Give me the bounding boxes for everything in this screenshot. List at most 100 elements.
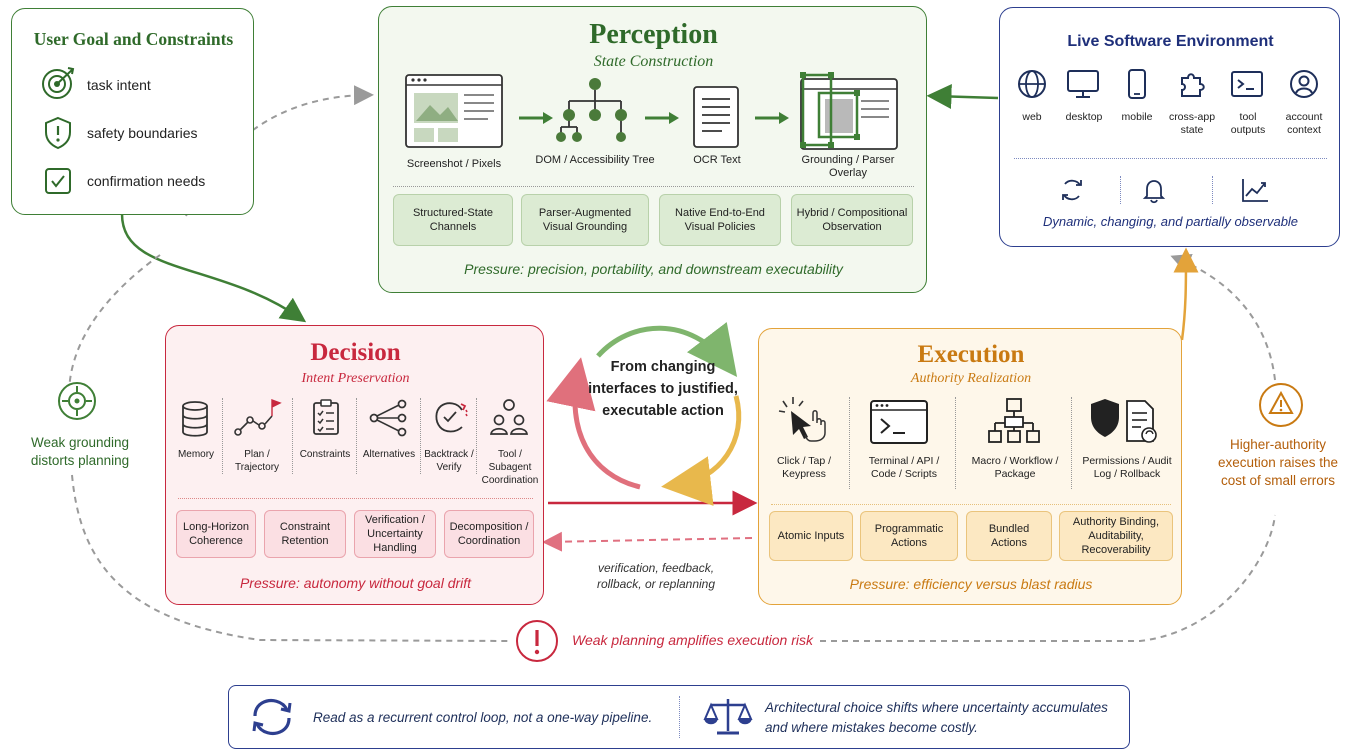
divider [178,498,533,499]
stage-label: Grounding / Parser Overlay [801,154,895,179]
shield-audit-icon [1091,399,1157,443]
execution-action: Atomic Inputs [769,511,853,561]
separator [1071,397,1072,489]
decision-challenge: Constraint Retention [264,510,346,558]
divider [771,504,1171,505]
environment-item: account context [1285,111,1323,136]
divider [393,186,914,187]
execution-card: Execution Authority Realization Click / … [758,328,1182,605]
decision-component: Tool / Subagent Coordination [481,449,539,486]
footer-left-text: Read as a recurrent control loop, not a … [313,710,653,725]
environment-card: Live Software Environment web desktop mo… [999,7,1340,247]
user-goal-item: task intent [87,77,151,93]
user-goal-item: safety boundaries [87,125,198,141]
footer-right-text: Architectural choice shifts where uncert… [765,700,1108,735]
separator [420,398,421,474]
terminal-icon [870,400,928,444]
arrow-right-icon [519,112,553,124]
user-goal-title: User Goal and Constraints [33,29,234,49]
environment-item: tool outputs [1230,111,1266,136]
approach-box: Hybrid / Compositional Observation [791,194,913,246]
arrow-right-icon [645,112,679,124]
globe-icon [1018,70,1046,98]
execution-component: Terminal / API / Code / Scripts [868,455,940,480]
workflow-icon [988,398,1040,443]
environment-item: cross-app state [1168,111,1216,136]
perception-pressure: Pressure: precision, portability, and do… [464,261,843,277]
user-goal-item: confirmation needs [87,173,206,189]
execution-title: Execution [917,341,1025,368]
weak-planning-note: Weak planning amplifies execution risk [572,632,813,648]
balance-scale-icon [703,699,753,735]
approach-box: Structured-State Channels [393,194,513,246]
user-goal-card: User Goal and Constraints task intent sa… [11,8,254,215]
branch-icon [369,399,407,437]
higher-authority-note: Higher-authority execution raises the co… [1217,437,1339,488]
verify-icon [435,402,468,433]
divider [1014,158,1327,159]
mobile-icon [1128,69,1146,99]
refresh-icon [1062,179,1082,201]
footer-bar: Read as a recurrent control loop, not a … [228,685,1130,749]
execution-subtitle: Authority Realization [910,371,1032,386]
arrow-right-icon [755,112,789,124]
checkbox-icon [45,168,71,194]
environment-item: web [1022,111,1042,123]
decision-component: Alternatives [362,449,416,460]
screenshot-icon [405,74,503,148]
center-caption: From changing interfaces to justified, e… [588,359,738,419]
weak-grounding-note: Weak grounding distorts planning [30,435,130,468]
database-icon [182,401,208,437]
environment-item: desktop [1065,111,1103,123]
loop-icon [252,699,292,735]
separator [292,398,293,474]
feedback-label: verification, feedback, rollback, or rep… [596,561,716,591]
environment-caption: Dynamic, changing, and partially observa… [1042,214,1299,229]
execution-action: Authority Binding, Auditability, Recover… [1059,511,1173,561]
execution-component: Macro / Workflow / Package [971,455,1059,480]
approach-box: Native End-to-End Visual Policies [659,194,781,246]
decision-component: Memory [177,449,215,460]
crosshair-icon [58,382,96,420]
decision-component: Backtrack / Verify [424,449,474,473]
tree-icon [556,78,627,142]
decision-component: Plan / Trajectory [234,449,280,473]
separator [222,398,223,474]
trend-chart-icon [1242,179,1268,202]
decision-subtitle: Intent Preservation [301,371,410,386]
exclamation-icon [534,630,540,655]
decision-challenge: Long-Horizon Coherence [176,510,256,558]
users-icon [490,399,528,435]
separator [1212,176,1213,204]
shield-icon [45,116,71,150]
approach-box: Parser-Augmented Visual Grounding [521,194,649,246]
execution-action: Programmatic Actions [860,511,958,561]
cursor-click-icon [778,397,826,442]
warning-triangle-icon [1259,383,1303,427]
puzzle-icon [1181,73,1205,97]
separator [679,696,680,738]
execution-component: Permissions / Audit Log / Rollback [1082,455,1172,480]
separator [849,397,850,489]
perception-subtitle: State Construction [593,53,714,70]
decision-challenge: Decomposition / Coordination [444,510,534,558]
decision-challenge: Verification / Uncertainty Handling [354,510,436,558]
stage-label: DOM / Accessibility Tree [535,154,655,166]
decision-component: Constraints [299,449,351,460]
decision-card: Decision Intent Preservation [165,325,544,605]
decision-title: Decision [310,339,401,366]
separator [356,398,357,474]
stage-label: Screenshot / Pixels [406,158,502,170]
stage-label: OCR Text [693,154,741,166]
target-icon [42,67,75,99]
bell-icon [1142,180,1166,204]
execution-pressure: Pressure: efficiency versus blast radius [849,576,1093,592]
checklist-icon [313,399,339,435]
overlay-icon [800,72,898,150]
desktop-icon [1067,70,1099,98]
perception-card: Perception State Construction [378,6,927,293]
separator [1120,176,1121,204]
environment-item: mobile [1121,111,1153,123]
execution-action: Bundled Actions [966,511,1052,561]
